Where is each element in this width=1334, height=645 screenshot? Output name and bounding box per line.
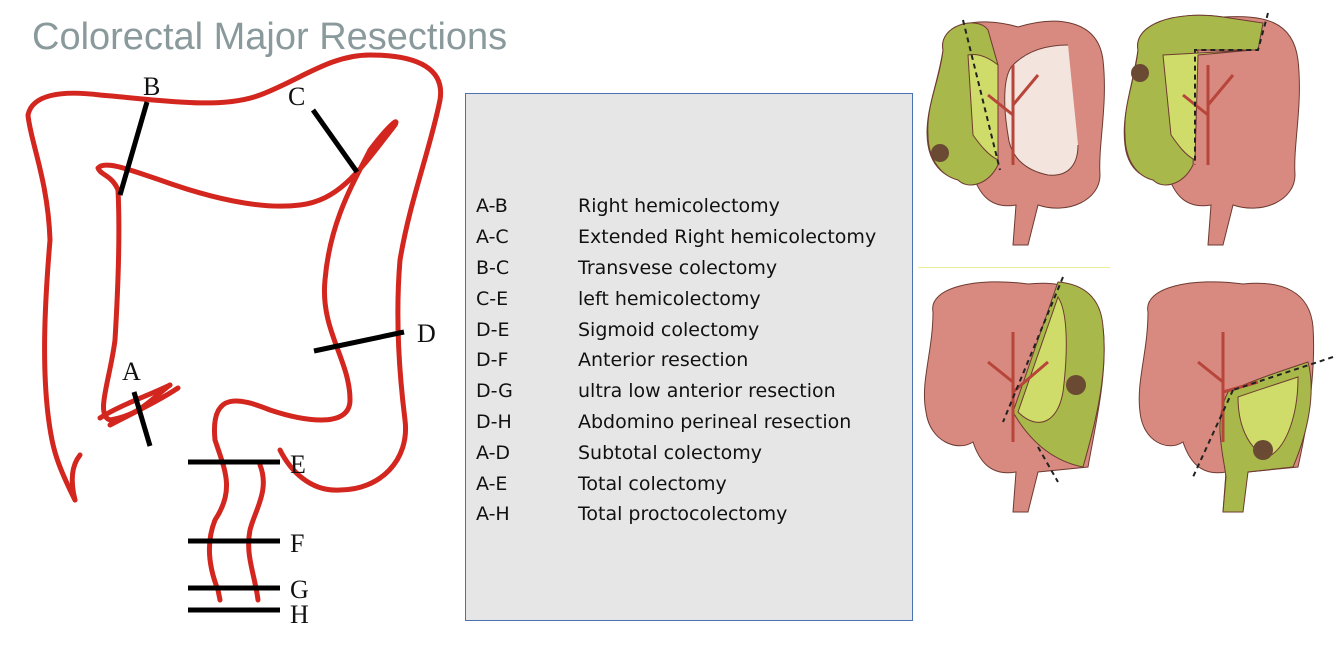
legend-row: D-F Anterior resection [476,345,876,376]
legend-code: A-D [476,441,511,464]
cut-label-f: F [290,529,304,558]
legend-description: Sigmoid colectomy [578,318,760,341]
colon-diagram: A B C D E F G H [25,52,444,629]
legend-description: Total colectomy [578,472,727,495]
cut-line-d [313,329,405,354]
legend-code: A-B [476,195,508,218]
legend-row: C-E left hemicolectomy [476,283,876,314]
legend-code: B-C [476,256,510,279]
legend-description: Total proctocolectomy [578,503,788,526]
legend-description: Anterior resection [578,349,749,372]
cut-line-b [117,101,150,196]
page-title: Colorectal Major Resections [32,16,508,58]
legend-row: D-G ultra low anterior resection [476,376,876,407]
tumor-icon [1253,440,1273,460]
cut-label-g: G [290,575,309,604]
legend-box [465,93,913,621]
legend-row: A-D Subtotal colectomy [476,437,876,468]
legend-code: A-E [476,472,508,495]
tumor-icon [1066,375,1086,395]
legend-description: Abdomino perineal resection [578,410,852,433]
cut-label-a: A [122,357,141,386]
legend-code: D-G [476,380,513,403]
legend-description: Extended Right hemicolectomy [578,226,877,249]
cut-label-c: C [288,82,305,111]
legend-code: D-F [476,349,509,372]
cut-label-e: E [290,450,306,479]
legend-row: A-H Total proctocolectomy [476,499,876,530]
cut-label-d: D [417,319,436,348]
right-hemicolectomy-illustration [926,19,1105,246]
sigmoid-colectomy-illustration [1138,281,1334,513]
legend-row: D-H Abdomino perineal resection [476,407,876,438]
tumor-icon [1131,64,1149,82]
extended-right-hemicolectomy-illustration [1123,12,1300,246]
cut-label-b: B [143,72,160,101]
legend-code: A-H [476,503,510,526]
colon-outline [25,52,444,603]
legend-row: A-E Total colectomy [476,468,876,499]
legend-code: A-C [476,226,509,249]
legend-row: B-C Transvese colectomy [476,253,876,284]
legend-description: left hemicolectomy [578,287,761,310]
legend-row: A-C Extended Right hemicolectomy [476,222,876,253]
cut-line-c [310,108,360,174]
cut-lines [117,101,405,613]
legend-code: D-E [476,318,510,341]
illustration-divider [918,267,1110,268]
legend-description: Right hemicolectomy [578,195,780,218]
legend-code: D-H [476,410,512,433]
legend-table: A-B Right hemicolectomy A-C Extended Right… [476,191,876,530]
legend-row: D-E Sigmoid colectomy [476,314,876,345]
legend-description: Transvese colectomy [578,256,778,279]
tumor-icon [931,144,949,162]
legend-description: Subtotal colectomy [578,441,762,464]
legend-description: ultra low anterior resection [578,380,836,403]
legend-code: C-E [476,287,509,310]
legend-row: A-B Right hemicolectomy [476,191,876,222]
left-hemicolectomy-illustration [923,276,1105,513]
cut-line-a [131,391,153,447]
cut-label-h: H [290,600,309,629]
